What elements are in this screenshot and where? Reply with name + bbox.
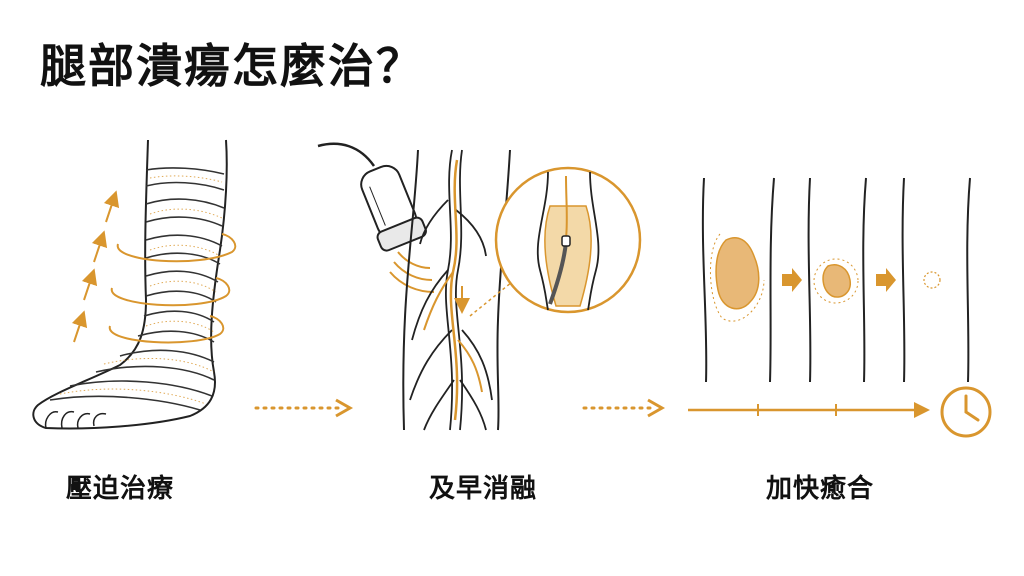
step-label-compression: 壓迫治療 [65,474,174,504]
compression-bandage-leg-icon [32,139,237,430]
dotted-arrow-icon [254,398,354,418]
step-label-healing: 加快癒合 [765,474,874,504]
step-label-ablation: 及早消融 [428,474,537,504]
dotted-arrow-icon [582,398,666,418]
clock-icon [940,386,992,438]
ultrasound-vein-ablation-icon [317,142,642,431]
page-title: 腿部潰瘍怎麼治？ [40,39,424,93]
ulcer-healing-progress-icon [688,177,971,418]
